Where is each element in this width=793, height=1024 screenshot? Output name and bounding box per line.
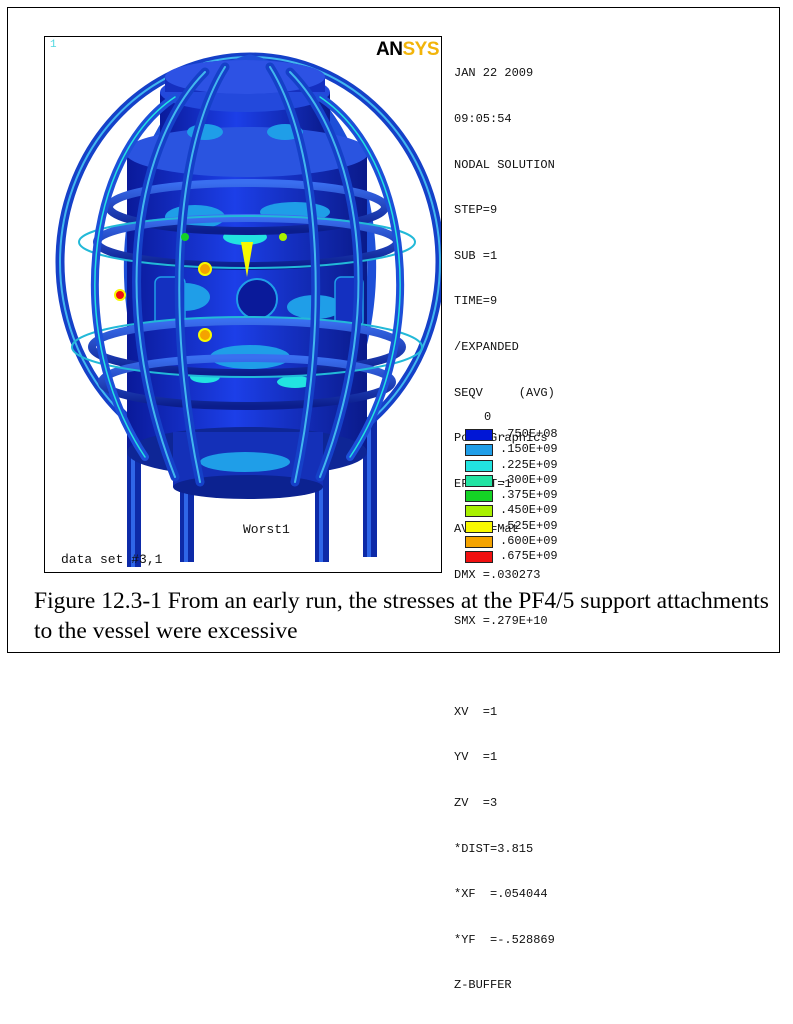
info-line: STEP=9 bbox=[454, 203, 498, 218]
window-number: 1 bbox=[50, 39, 57, 51]
legend-swatch bbox=[465, 459, 493, 472]
legend-zero-label: 0 bbox=[484, 410, 492, 424]
info-line: *DIST=3.815 bbox=[454, 841, 534, 856]
info-line: SEQV (AVG) bbox=[454, 385, 555, 400]
info-line: YV =1 bbox=[454, 750, 498, 765]
figure-frame: 1 ANSYS Worst1 data set #3,1 JAN 22 2009… bbox=[7, 7, 780, 992]
legend-value: .525E+09 bbox=[500, 518, 558, 533]
legend-value: .150E+09 bbox=[500, 442, 558, 457]
info-line: *XF =.054044 bbox=[454, 887, 548, 902]
legend-value: .225E+09 bbox=[500, 457, 558, 472]
legend-value: .675E+09 bbox=[500, 549, 558, 564]
legend-value: .450E+09 bbox=[500, 503, 558, 518]
figure-caption: Figure 12.3-1 From an early run, the str… bbox=[34, 588, 769, 644]
coil-straps bbox=[90, 62, 405, 487]
info-line: NODAL SOLUTION bbox=[454, 157, 555, 172]
info-line bbox=[454, 659, 555, 674]
info-line: Z-BUFFER bbox=[454, 978, 512, 993]
legend-value: .600E+09 bbox=[500, 534, 558, 549]
info-line: SUB =1 bbox=[454, 248, 498, 263]
dataset-label: data set #3,1 bbox=[61, 552, 163, 567]
legend-swatch bbox=[465, 505, 493, 518]
info-line: SMX =.279E+10 bbox=[454, 613, 548, 628]
legend-value: .300E+09 bbox=[500, 472, 558, 487]
legend-value: .750E+08 bbox=[500, 427, 558, 441]
model-label: Worst1 bbox=[243, 522, 290, 537]
legend-swatch bbox=[465, 429, 493, 441]
info-line: 09:05:54 bbox=[454, 112, 512, 126]
info-line: JAN 22 2009 bbox=[454, 66, 534, 81]
info-line: *YF =-.528869 bbox=[454, 932, 555, 947]
legend-swatch bbox=[465, 551, 493, 564]
info-line: /EXPANDED bbox=[454, 339, 519, 354]
legend-swatch bbox=[465, 490, 493, 503]
vessel-stress-model bbox=[55, 52, 441, 567]
stress-hotspots bbox=[114, 233, 287, 342]
ansys-logo: ANSYS bbox=[376, 39, 439, 60]
info-line: TIME=9 bbox=[454, 294, 498, 309]
legend-value: .375E+09 bbox=[500, 488, 558, 503]
info-line: DMX =.030273 bbox=[454, 567, 541, 582]
legend-swatch bbox=[465, 474, 493, 487]
legend-swatch bbox=[465, 520, 493, 533]
ansys-graphics-viewport: 1 ANSYS Worst1 data set #3,1 bbox=[44, 36, 442, 573]
info-line: ZV =3 bbox=[454, 795, 498, 810]
legend-swatch bbox=[465, 444, 493, 457]
info-line: XV =1 bbox=[454, 704, 498, 719]
legend-swatch bbox=[465, 536, 493, 549]
